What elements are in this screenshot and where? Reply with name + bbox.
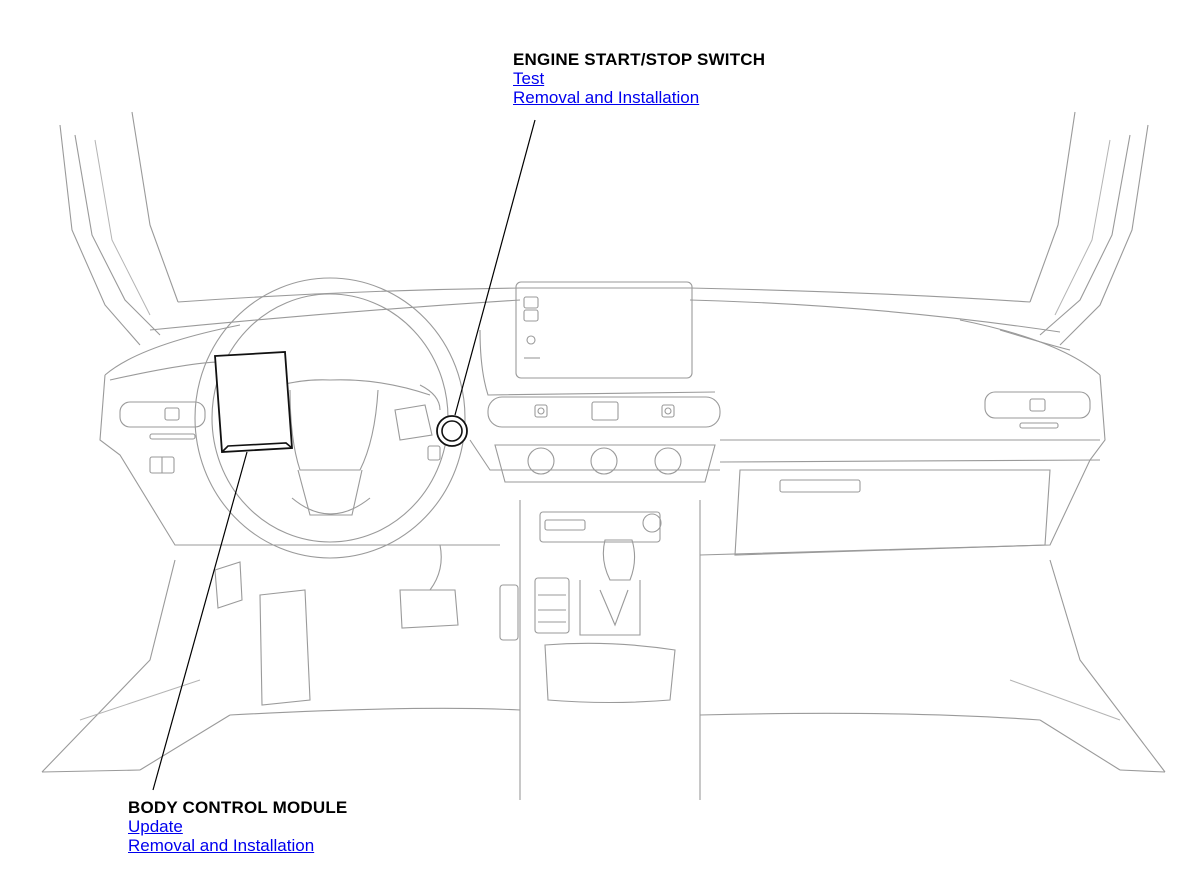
bcm-update-link[interactable]: Update	[128, 817, 183, 836]
center-vents	[487, 396, 721, 428]
engine-switch-callout: ENGINE START/STOP SWITCH Test Removal an…	[513, 50, 765, 107]
glove-box	[734, 469, 1051, 556]
climate-knobs	[494, 444, 716, 483]
center-console	[499, 500, 701, 800]
bcm-title: BODY CONTROL MODULE	[128, 798, 348, 817]
engine-switch-removal-link[interactable]: Removal and Installation	[513, 88, 700, 107]
left-a-pillar	[59, 111, 179, 346]
center-display	[515, 281, 693, 379]
left-vent	[119, 401, 206, 474]
engine-switch-leader-line	[454, 119, 536, 416]
right-vent	[984, 391, 1091, 429]
engine-switch-test-link[interactable]: Test	[513, 69, 545, 88]
footwell	[41, 544, 1166, 773]
right-a-pillar	[1029, 111, 1149, 346]
engine-switch-title: ENGINE START/STOP SWITCH	[513, 50, 766, 69]
bcm-callout: BODY CONTROL MODULE Update Removal and I…	[128, 798, 347, 855]
bcm-leader-line	[152, 451, 248, 791]
body-control-module-part	[214, 351, 293, 453]
bcm-removal-link[interactable]: Removal and Installation	[128, 836, 315, 855]
dashboard-outline	[99, 287, 1106, 556]
engine-start-stop-switch-part	[436, 415, 468, 447]
